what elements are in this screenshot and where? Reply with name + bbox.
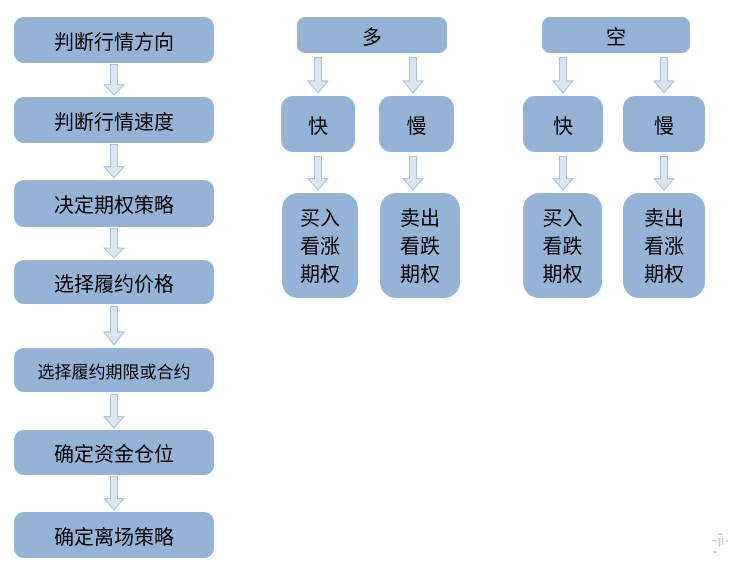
- short-slow-label: 慢: [654, 113, 674, 138]
- short-slow-action-label: 卖出 看涨 期权: [644, 205, 684, 286]
- process-step-3-label: 决定期权策略: [54, 193, 174, 217]
- down-arrow-icon: [103, 64, 125, 96]
- process-step-2-label: 判断行情速度: [54, 109, 174, 134]
- process-step-4-label: 选择履约价格: [54, 271, 174, 296]
- long-slow-label: 慢: [406, 113, 427, 138]
- process-step-3: 决定期权策略: [14, 180, 214, 227]
- process-step-7: 确定离场策略: [14, 512, 214, 558]
- long-fast-action-label: 买入 看涨 期权: [300, 205, 340, 286]
- down-arrow-icon: [103, 306, 125, 346]
- long-fast-node: 快: [281, 96, 355, 152]
- down-arrow-icon: [307, 57, 329, 94]
- process-step-4: 选择履约价格: [14, 260, 214, 304]
- down-arrow-icon: [653, 57, 675, 94]
- process-step-5: 选择履约期限或合约: [14, 348, 214, 392]
- short-fast-action-node: 买入 看跌 期权: [523, 193, 602, 298]
- down-arrow-icon: [552, 156, 574, 191]
- process-step-5-label: 选择履约期限或合约: [37, 362, 191, 383]
- process-step-7-label: 确定离场策略: [54, 524, 174, 549]
- down-arrow-icon: [103, 476, 125, 511]
- watermark-fragment-icon: [712, 533, 728, 553]
- down-arrow-icon: [402, 156, 424, 191]
- long-root-label: 多: [362, 24, 382, 49]
- down-arrow-icon: [552, 57, 574, 94]
- down-arrow-icon: [103, 228, 125, 259]
- short-slow-node: 慢: [623, 96, 705, 152]
- down-arrow-icon: [103, 394, 125, 429]
- down-arrow-icon: [103, 144, 125, 179]
- short-fast-label: 快: [553, 113, 573, 138]
- process-step-2: 判断行情速度: [14, 97, 214, 143]
- long-fast-action-node: 买入 看涨 期权: [282, 193, 358, 298]
- process-step-6: 确定资金仓位: [14, 430, 214, 475]
- long-slow-action-label: 卖出 看跌 期权: [400, 205, 440, 286]
- process-step-1-label: 判断行情方向: [54, 29, 174, 54]
- down-arrow-icon: [402, 57, 424, 94]
- down-arrow-icon: [307, 156, 329, 191]
- short-fast-action-label: 买入 看跌 期权: [542, 205, 583, 286]
- long-slow-node: 慢: [379, 96, 454, 152]
- short-slow-action-node: 卖出 看涨 期权: [623, 193, 705, 298]
- process-step-6-label: 确定资金仓位: [54, 442, 174, 466]
- short-fast-node: 快: [523, 96, 603, 152]
- process-step-1: 判断行情方向: [14, 17, 214, 63]
- short-root-node: 空: [542, 17, 690, 53]
- long-slow-action-node: 卖出 看跌 期权: [380, 193, 460, 298]
- down-arrow-icon: [653, 156, 675, 191]
- short-root-label: 空: [606, 24, 626, 49]
- long-root-node: 多: [297, 17, 447, 53]
- long-fast-label: 快: [308, 113, 328, 138]
